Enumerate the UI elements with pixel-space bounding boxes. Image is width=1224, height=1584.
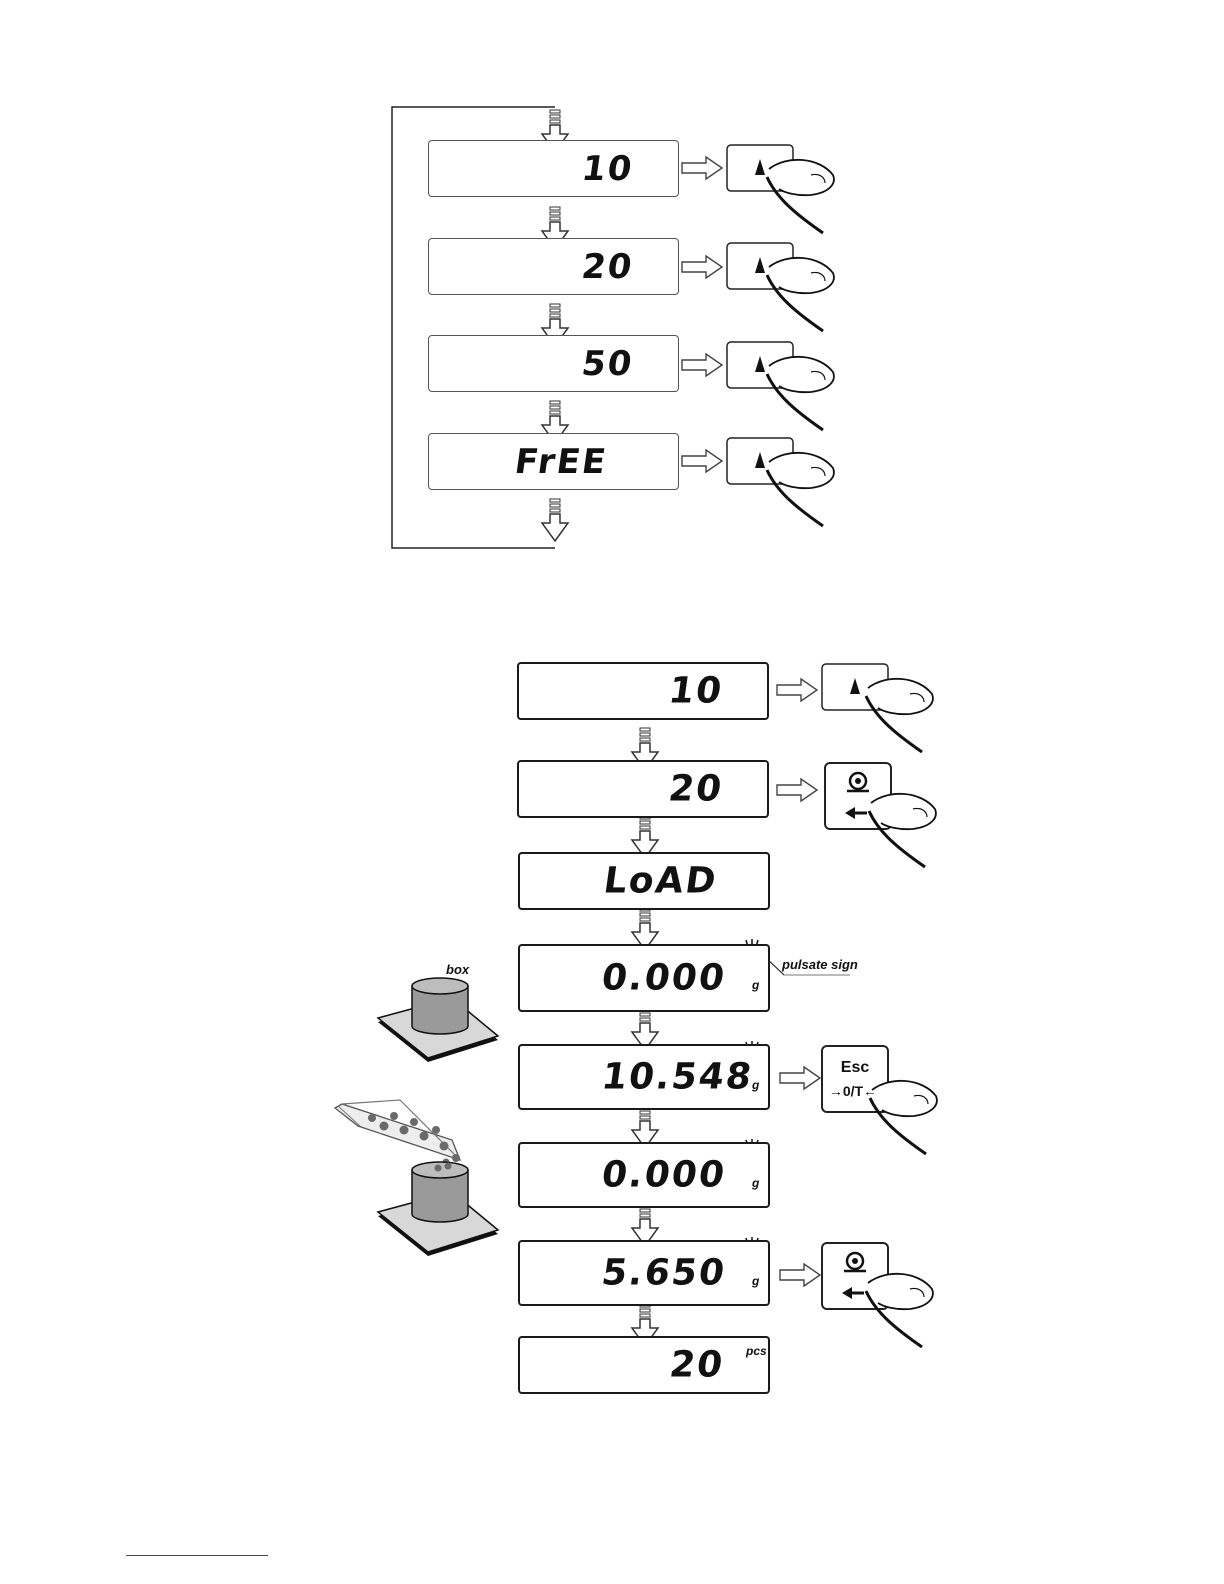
up-arrow-key-icon [727, 438, 834, 526]
bottom-right-arrows [777, 679, 820, 1286]
box-on-pan-icon [378, 1162, 498, 1256]
esc-tare-key-icon: Esc →0/T← [822, 1046, 937, 1154]
print-enter-key-icon [822, 1243, 933, 1347]
esc-key-label-1: Esc [841, 1059, 870, 1076]
unit-label: g [752, 978, 759, 992]
print-enter-key-icon [825, 763, 936, 867]
up-arrow-key-icon [727, 145, 834, 233]
footer-link-underline [126, 1555, 268, 1556]
up-arrow-key-icon [822, 664, 933, 752]
display-value: 20 [666, 769, 726, 810]
display-value: FrEE [512, 442, 610, 482]
display-value: 20 [667, 1345, 727, 1386]
box-on-pan-icon [378, 978, 498, 1062]
display-value: 20 [579, 247, 636, 287]
up-arrow-key-icon [727, 243, 834, 331]
unit-label: g [752, 1176, 759, 1190]
display-top-1: 10 [428, 140, 679, 197]
display-bottom-5: 10.548 g [518, 1044, 770, 1110]
display-value: LoAD [601, 861, 720, 902]
unit-label: g [752, 1078, 759, 1092]
top-keys [727, 145, 834, 526]
display-value: 0.000 [599, 1155, 729, 1196]
display-bottom-3: LoAD [518, 852, 770, 910]
box-label: box [446, 962, 469, 977]
esc-key-label-2: →0/T← [829, 1083, 877, 1099]
unit-label: g [752, 1274, 759, 1288]
display-bottom-6: 0.000 g [518, 1142, 770, 1208]
display-top-3: 50 [428, 335, 679, 392]
display-top-4: FrEE [428, 433, 679, 490]
pulsate-sign-label: pulsate sign [782, 957, 858, 972]
display-bottom-8: 20 pcs [518, 1336, 770, 1394]
unit-label: pcs [746, 1344, 767, 1358]
display-value: 10.548 [599, 1057, 756, 1098]
display-value: 5.650 [599, 1253, 729, 1294]
display-value: 10 [579, 149, 636, 189]
display-bottom-1: 10 [517, 662, 769, 720]
scoop-icon [335, 1100, 460, 1166]
display-bottom-2: 20 [517, 760, 769, 818]
top-right-arrows [682, 157, 722, 472]
display-value: 50 [579, 344, 636, 384]
display-value: 0.000 [599, 958, 729, 999]
display-value: 10 [666, 671, 726, 712]
up-arrow-key-icon [727, 342, 834, 430]
display-bottom-4: 0.000 g [518, 944, 770, 1012]
display-top-2: 20 [428, 238, 679, 295]
display-bottom-7: 5.650 g [518, 1240, 770, 1306]
